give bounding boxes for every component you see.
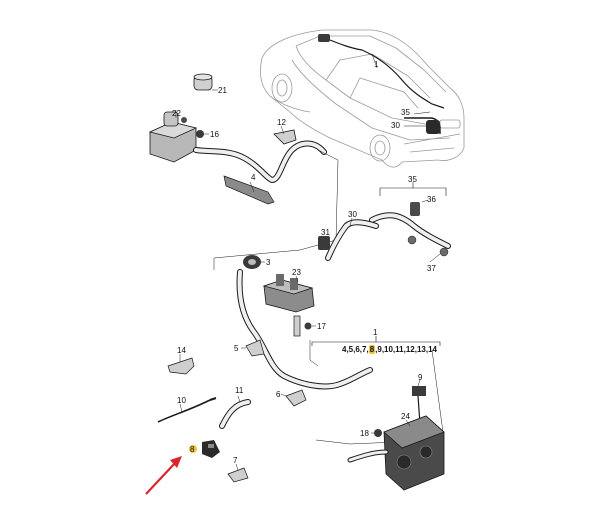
label-10: 10 bbox=[177, 396, 186, 405]
connector-38 bbox=[407, 235, 417, 245]
car-small-part bbox=[318, 34, 330, 42]
label-7: 7 bbox=[233, 456, 238, 465]
label-12: 12 bbox=[277, 118, 286, 127]
part-17-shape bbox=[293, 315, 316, 337]
part-8-shape bbox=[189, 440, 220, 458]
label-37: 37 bbox=[427, 264, 436, 273]
group-list-highlight: 8 bbox=[368, 345, 376, 354]
label-1-car: 1 bbox=[374, 60, 379, 69]
part-18-shape bbox=[371, 429, 382, 437]
group-list-part2: ,9,10,11,12,13,14 bbox=[375, 345, 437, 354]
label-11: 11 bbox=[235, 386, 244, 395]
hose-main bbox=[236, 269, 373, 390]
part-14-shape bbox=[167, 354, 195, 375]
group-list-part1: 4,5,6,7, bbox=[342, 345, 369, 354]
group-1-part-list: 4,5,6,7,8,9,10,11,12,13,14 bbox=[342, 345, 437, 354]
part-4-sensor bbox=[223, 175, 275, 205]
part-22-shape bbox=[148, 110, 198, 163]
label-8: 8 bbox=[190, 445, 195, 454]
label-23: 23 bbox=[292, 268, 301, 277]
part-37-shape bbox=[439, 247, 449, 257]
part-36-shape bbox=[410, 202, 420, 216]
part-23-shape bbox=[262, 274, 315, 313]
label-35-group: 35 bbox=[408, 175, 417, 184]
hose-lower bbox=[347, 449, 389, 463]
group-1-bracket bbox=[311, 336, 441, 346]
label-31: 31 bbox=[321, 228, 330, 237]
group-35-bracket bbox=[379, 182, 447, 196]
part-24-shape bbox=[383, 415, 445, 491]
hose-30 bbox=[325, 219, 379, 261]
part-11-shape bbox=[219, 395, 251, 429]
label-3: 3 bbox=[266, 258, 271, 267]
label-14: 14 bbox=[177, 346, 186, 355]
hose-4 bbox=[193, 140, 327, 184]
red-arrow bbox=[145, 456, 182, 495]
label-21: 21 bbox=[218, 86, 227, 95]
part-5-shape bbox=[241, 339, 265, 357]
label-9: 9 bbox=[418, 373, 423, 382]
part-3-shape bbox=[243, 255, 265, 269]
part-7-shape bbox=[227, 463, 249, 483]
hose-right bbox=[369, 212, 451, 249]
label-36: 36 bbox=[427, 195, 436, 204]
car-rear-part bbox=[426, 120, 440, 134]
label-24: 24 bbox=[401, 412, 410, 421]
part-12-bracket bbox=[273, 129, 297, 145]
label-30-car: 30 bbox=[391, 121, 400, 130]
part-16-clip bbox=[196, 130, 204, 138]
part-10-shape bbox=[157, 397, 217, 423]
label-16: 16 bbox=[210, 130, 219, 139]
part-6-shape bbox=[280, 389, 307, 407]
part-21-shape bbox=[193, 73, 218, 91]
part-31-shape bbox=[318, 236, 330, 250]
label-17: 17 bbox=[317, 322, 326, 331]
label-4: 4 bbox=[251, 173, 256, 182]
car-hose-line bbox=[329, 39, 445, 109]
label-35-car: 35 bbox=[401, 108, 410, 117]
label-30-hose: 30 bbox=[348, 210, 357, 219]
car-outline bbox=[260, 29, 465, 168]
label-5: 5 bbox=[234, 344, 239, 353]
label-18: 18 bbox=[360, 429, 369, 438]
label-22: 22 bbox=[172, 109, 181, 118]
label-1-group: 1 bbox=[373, 328, 378, 337]
label-6: 6 bbox=[276, 390, 281, 399]
